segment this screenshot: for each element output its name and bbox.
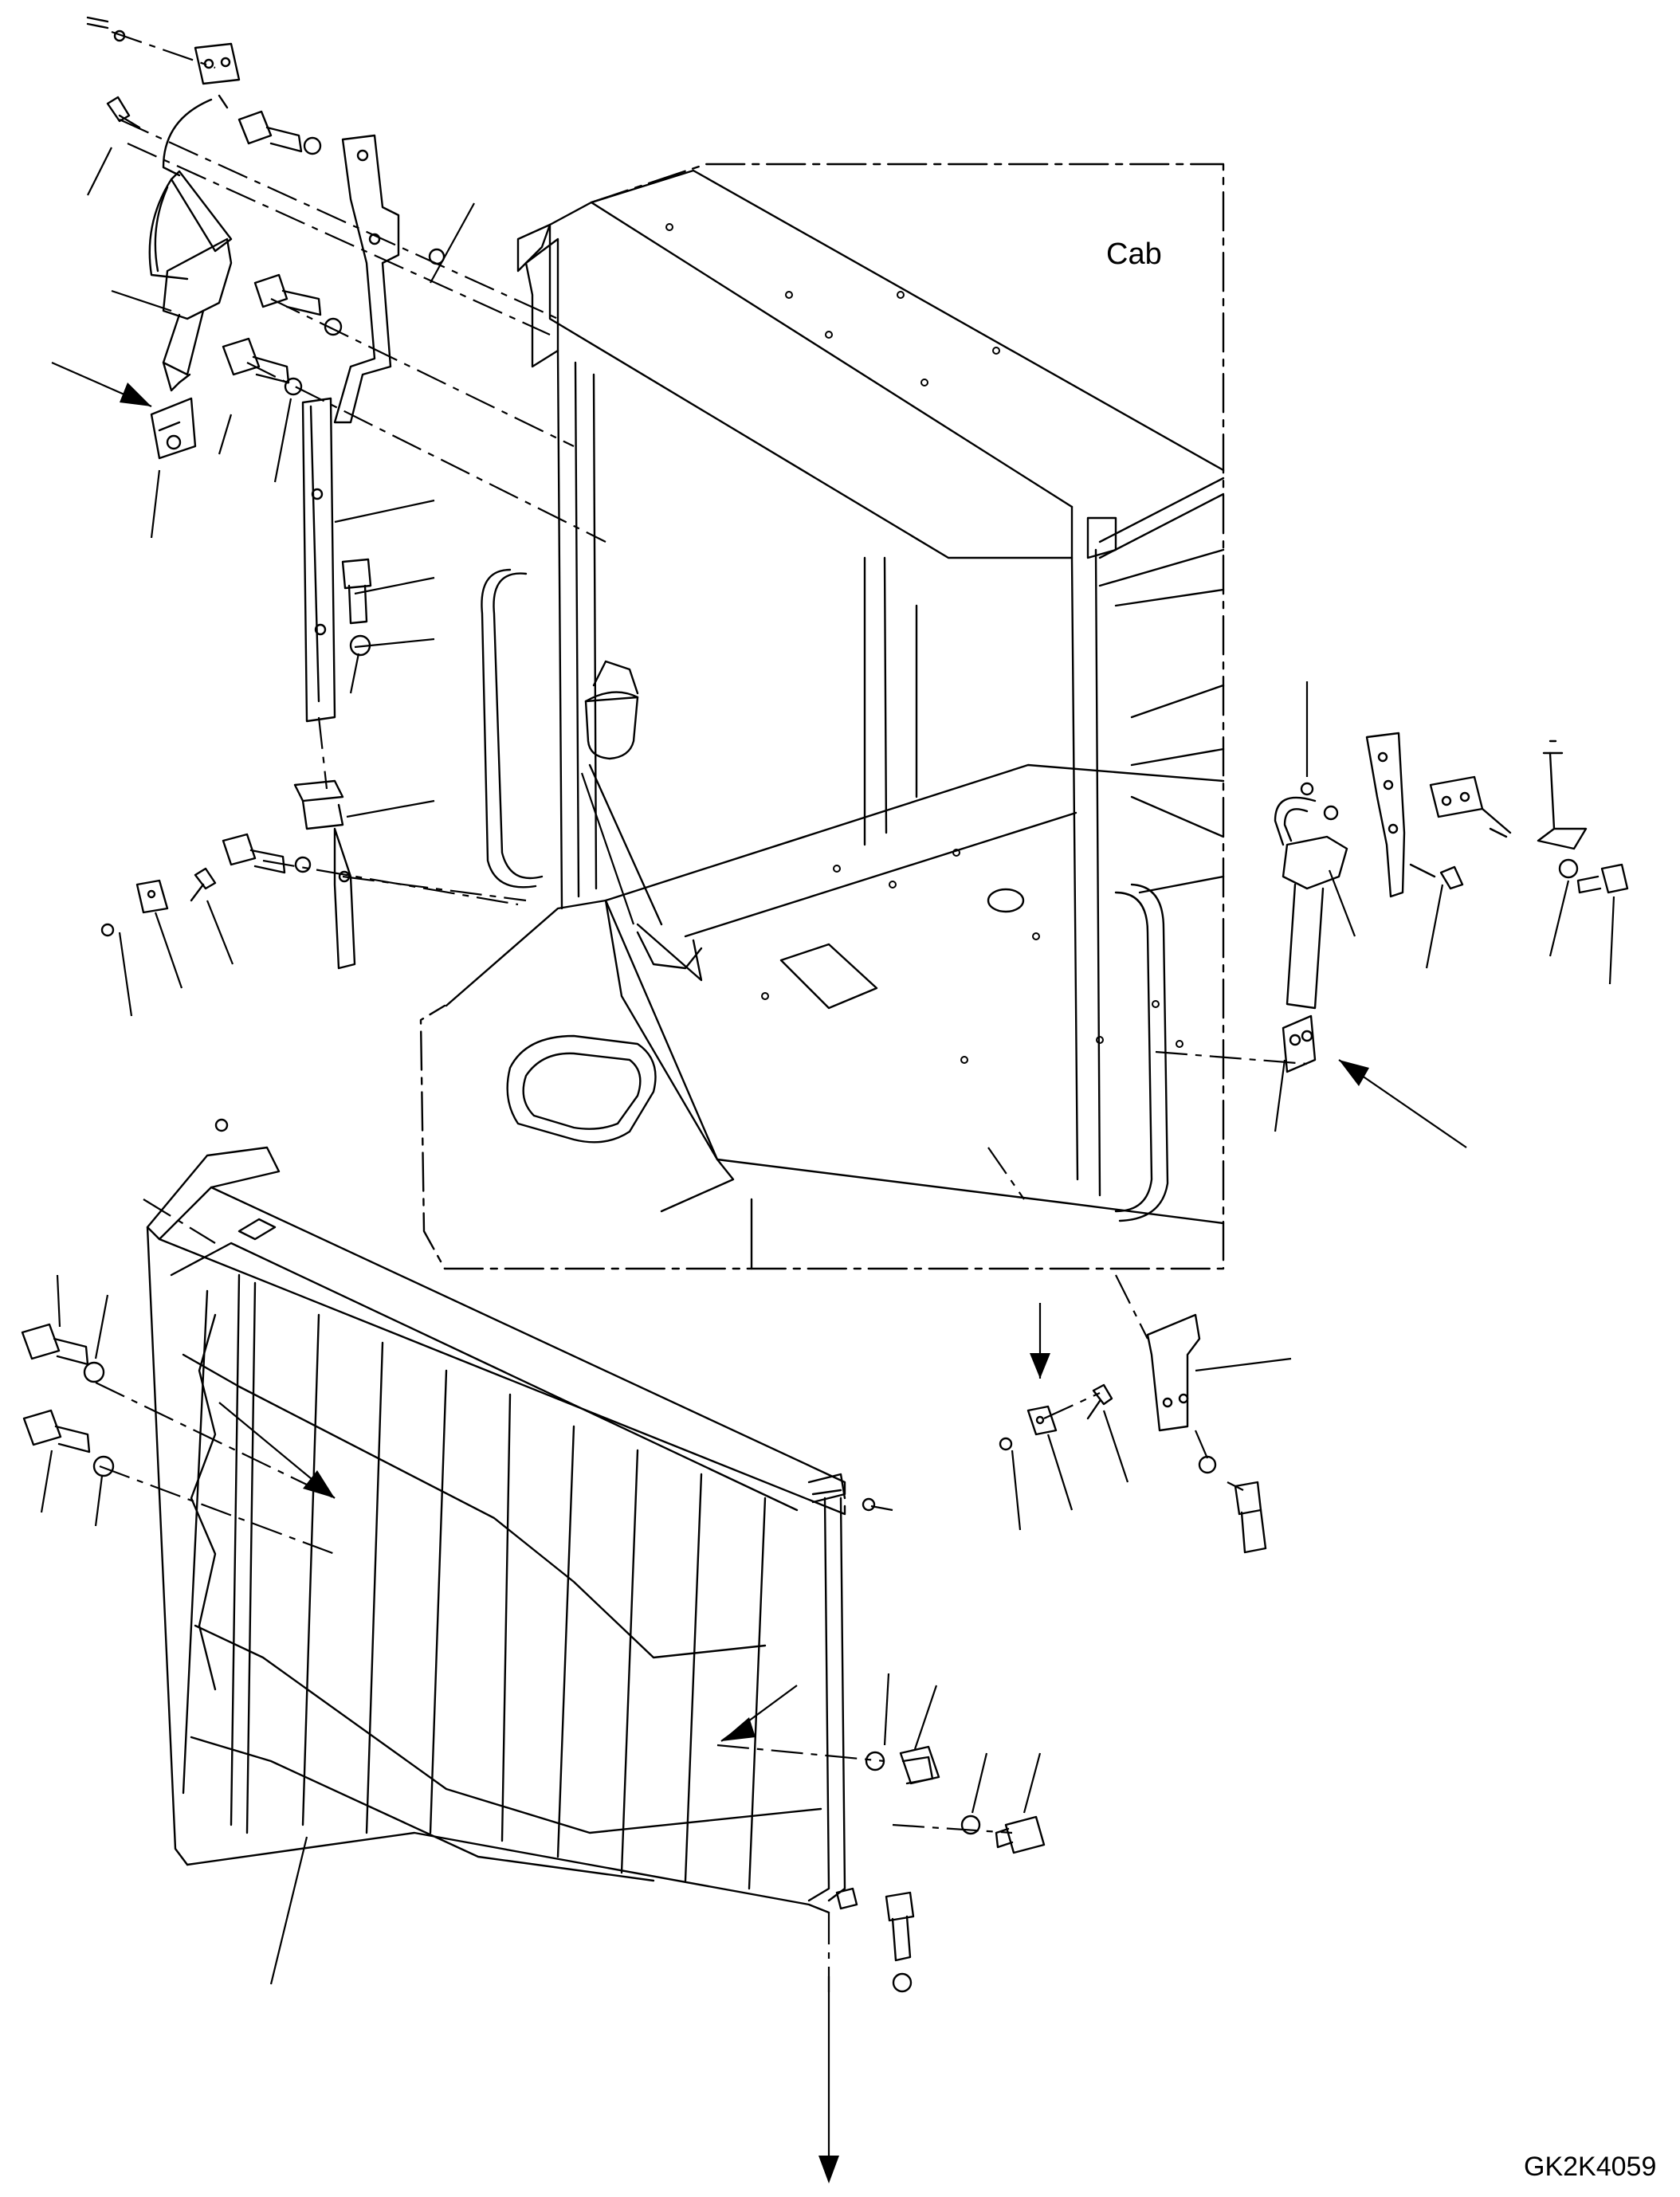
gas-strut-right: [1274, 782, 1348, 1073]
bolt-lower-left: [222, 833, 286, 874]
handrail-right: [1114, 891, 1153, 1213]
cab-rear-post: [863, 556, 918, 846]
washer-lower-left: [294, 856, 312, 873]
nut-guard: [862, 1497, 876, 1512]
top-screw: [106, 96, 141, 129]
bolt-guard-4: [995, 1815, 1046, 1854]
washer-top-1: [303, 136, 322, 155]
cab-right-post: [1070, 548, 1101, 1197]
bolt-guard-2: [22, 1409, 91, 1454]
screw-lower-left: [190, 867, 217, 902]
assembly-lines: [95, 30, 1308, 1992]
arrow-head-5: [818, 2156, 839, 2183]
cab-roof: [590, 169, 1225, 508]
handrail-left: [493, 572, 544, 880]
bolt-guard-1: [21, 1323, 89, 1366]
protective-guard: [146, 1146, 858, 1914]
screw-right: [1409, 863, 1464, 890]
washer-guard-5: [892, 1972, 913, 1993]
bolt-right: [1576, 863, 1629, 894]
long-plate: [301, 397, 336, 723]
nut-lower-left: [100, 923, 115, 937]
lower-right-bracket: [1146, 1313, 1201, 1432]
drawing-number: GK2K4059: [1524, 2152, 1657, 2182]
arrow-heads: [120, 383, 1369, 2183]
washer-guard-4: [960, 1814, 981, 1835]
cab-label: Cab: [1106, 237, 1162, 271]
washer-guard-1: [83, 1361, 105, 1383]
hinge-bracket-top: [333, 134, 400, 424]
cab-boundary: [419, 163, 1225, 1270]
block-lower-left: [135, 879, 169, 914]
cab-holes: [665, 223, 1183, 1064]
cab-frame: [419, 163, 1225, 1270]
washer-lower-right: [1198, 1455, 1217, 1474]
arrow-head-2: [1339, 1060, 1369, 1086]
pin-right: [1537, 740, 1588, 850]
screw-lower-right: [1086, 1383, 1113, 1420]
leader-lines: [40, 147, 1615, 2179]
cab-floor: [604, 763, 1225, 1225]
arrow-head-3: [1030, 1353, 1050, 1379]
washer-top-3: [284, 377, 303, 396]
bolt-top-2: [253, 273, 322, 316]
bolt-guard-5: [885, 1891, 915, 1962]
washer-guard-2: [92, 1455, 115, 1477]
bolt-guard-3: [899, 1745, 940, 1785]
hinge-bracket-right: [1365, 732, 1406, 898]
arrow-head-1: [120, 383, 151, 406]
nut-lower-right: [999, 1437, 1013, 1451]
cab-side-panel: [445, 899, 735, 1213]
bolt-mid: [341, 558, 372, 625]
arrow-head-4: [303, 1470, 335, 1498]
cab-cup-holder: [584, 696, 639, 760]
block-lower-right: [1026, 1405, 1058, 1436]
washer-top-2: [324, 317, 343, 336]
nut-guard-top: [214, 1118, 229, 1132]
bolt-top-1: [237, 110, 303, 153]
washer-right: [1558, 858, 1579, 879]
arrow-head-6: [721, 1717, 756, 1741]
bolt-top-3: [222, 337, 290, 384]
cab-left-post: [556, 349, 598, 910]
plate-right: [1429, 775, 1512, 838]
bolt-lower-right: [1234, 1481, 1267, 1554]
gas-strut-left: [148, 94, 233, 460]
